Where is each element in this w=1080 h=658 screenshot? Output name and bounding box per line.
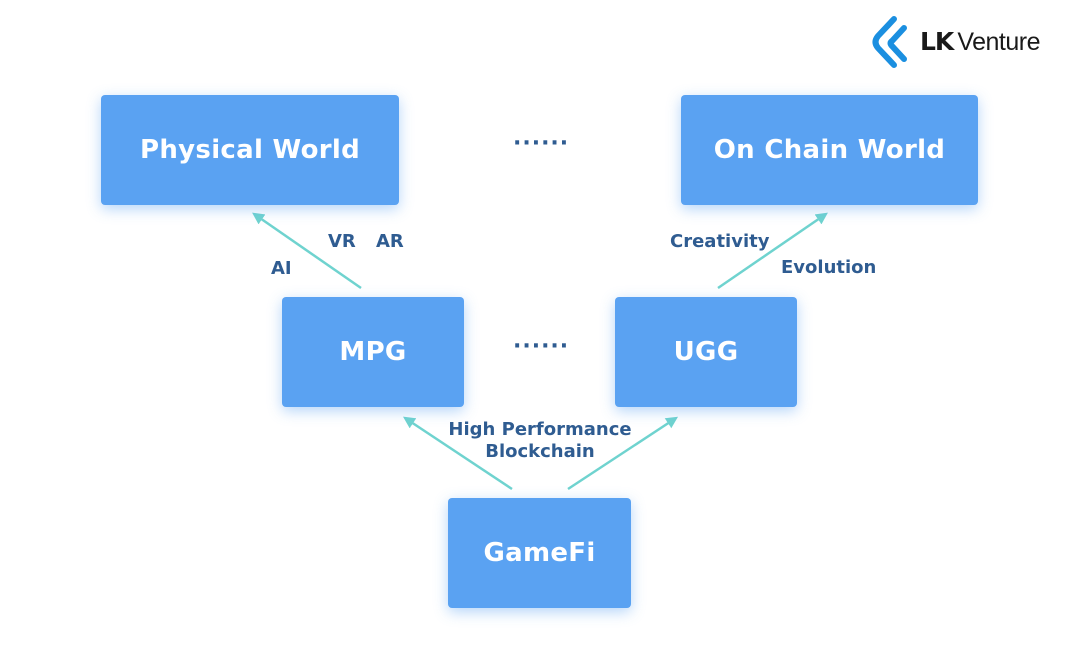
arrow-gamefi-to-ugg <box>567 416 679 491</box>
label-blockchain: Blockchain <box>485 441 595 462</box>
label-high-performance-blockchain: High Performance Blockchain <box>440 419 640 463</box>
label-evolution: Evolution <box>781 257 877 278</box>
label-high-performance: High Performance <box>448 419 632 440</box>
node-gamefi: GameFi <box>448 498 631 608</box>
node-on-chain-world: On Chain World <box>681 95 978 205</box>
logo-lk-text: LK <box>920 27 954 56</box>
lk-venture-logo: LK Venture <box>870 14 1070 70</box>
label-ai: AI <box>271 258 292 279</box>
arrow-gamefi-to-mpg <box>403 416 513 491</box>
arrow-ugg-to-onchain <box>717 212 828 290</box>
ellipsis-middle: ······ <box>513 334 570 359</box>
logo-venture-text: Venture <box>957 28 1040 56</box>
node-mpg: MPG <box>282 297 464 407</box>
node-physical-world: Physical World <box>101 95 399 205</box>
lk-logo-icon <box>872 16 907 68</box>
ellipsis-top: ······ <box>513 131 570 156</box>
node-ugg: UGG <box>615 297 797 407</box>
arrow-mpg-to-physical <box>252 212 362 290</box>
label-vr: VR <box>328 231 356 252</box>
logo-wordmark: LK Venture <box>920 27 1040 57</box>
label-creativity: Creativity <box>670 231 770 252</box>
label-ar: AR <box>376 231 404 252</box>
